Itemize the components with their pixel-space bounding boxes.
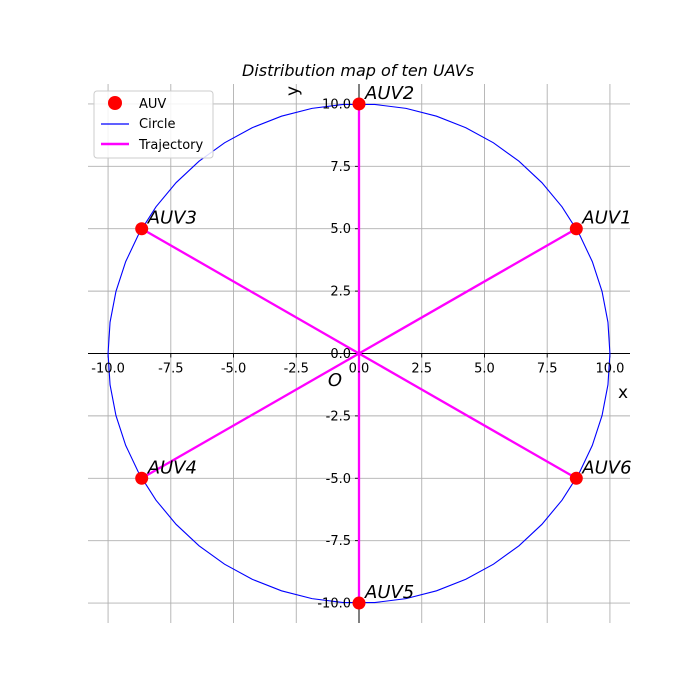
auv-series — [135, 97, 583, 610]
circle-line — [107, 103, 611, 604]
auv-point-auv2 — [352, 97, 366, 111]
y-tick-label: -7.5 — [326, 534, 351, 549]
x-tick-label: -5.0 — [221, 362, 246, 377]
auv-label-auv2: AUV2 — [364, 83, 414, 104]
auv-label-auv5: AUV5 — [364, 582, 414, 603]
x-tick-label: 2.5 — [411, 362, 432, 377]
trajectory-line-auv4 — [141, 352, 360, 480]
x-tick-label: 5.0 — [474, 362, 495, 377]
legend-trajectory-label: Trajectory — [138, 138, 203, 153]
auv-point-auv6 — [569, 471, 583, 485]
legend-auv-label: AUV — [139, 97, 166, 112]
x-tick-label: -10.0 — [91, 362, 125, 377]
y-tick-label: 7.5 — [330, 160, 351, 175]
y-tick-label: -5.0 — [326, 472, 351, 487]
y-tick-label: -10.0 — [317, 597, 351, 612]
y-tick-label: 2.5 — [330, 285, 351, 300]
legend-auv-marker — [108, 96, 122, 110]
x-tick-label: -7.5 — [158, 362, 183, 377]
y-tick-label: 0.0 — [330, 347, 351, 362]
auv-label-auv1: AUV1 — [581, 208, 631, 229]
auv-point-auv5 — [352, 596, 366, 610]
legend: AUV Circle Trajectory — [93, 90, 214, 159]
auv-point-auv1 — [569, 222, 583, 236]
trajectory-series — [141, 103, 577, 604]
chart-title: Distribution map of ten UAVs — [242, 61, 474, 80]
y-axis-label: y — [283, 86, 303, 96]
circle-series — [107, 103, 611, 604]
auv-point-auv3 — [135, 222, 149, 236]
x-tick-label: 0.0 — [349, 362, 370, 377]
trajectory-line-auv1 — [358, 227, 577, 355]
legend-frame — [93, 90, 214, 159]
auv-label-auv3: AUV3 — [147, 208, 197, 229]
auv-label-auv6: AUV6 — [581, 457, 631, 478]
legend-circle-label: Circle — [139, 117, 176, 132]
trajectory-line-auv3 — [141, 227, 360, 355]
auv-label-auv4: AUV4 — [147, 457, 197, 478]
origin-label: O — [328, 370, 342, 391]
x-tick-label: -2.5 — [284, 362, 309, 377]
y-tick-label: 10.0 — [322, 97, 351, 112]
x-axis-label: x — [618, 383, 628, 403]
auv-point-auv4 — [135, 471, 149, 485]
y-tick-label: 5.0 — [330, 222, 351, 237]
trajectory-line-auv6 — [358, 352, 577, 480]
tick-labels: -10.0 -7.5 -5.0 -2.5 0.0 2.5 5.0 7.5 10.0 -10.0 -7… — [91, 97, 624, 611]
y-tick-label: -2.5 — [326, 409, 351, 424]
x-tick-label: 10.0 — [595, 362, 624, 377]
x-tick-label: 7.5 — [537, 362, 558, 377]
